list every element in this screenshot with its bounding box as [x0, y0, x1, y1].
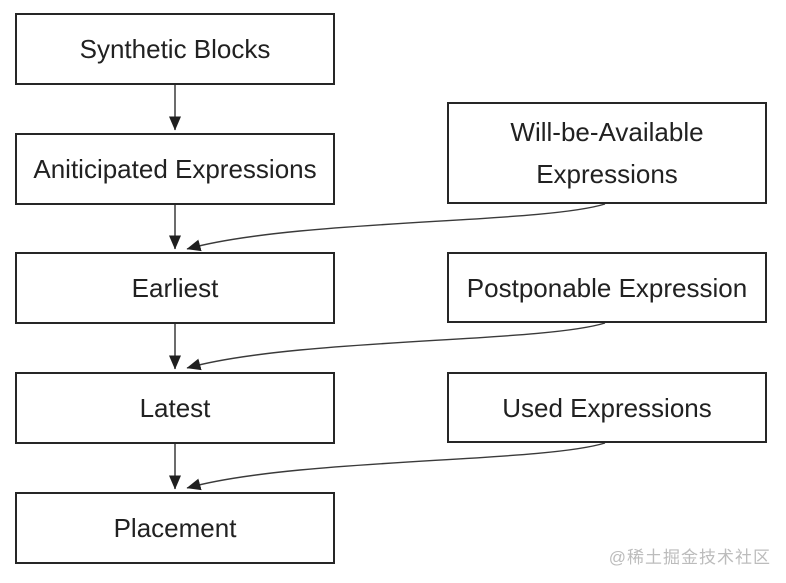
node-label: Aniticipated Expressions	[33, 154, 317, 184]
node-earliest: Earliest	[15, 252, 335, 324]
edge-used-to-placement	[186, 442, 606, 491]
node-synthetic-blocks: Synthetic Blocks	[15, 13, 335, 85]
edge-willbeavailable-to-earliest	[186, 203, 606, 252]
node-will-be-available-expressions: Will-be-Available Expressions	[447, 102, 767, 204]
node-label: Synthetic Blocks	[79, 34, 271, 64]
node-label: Used Expressions	[502, 392, 712, 423]
node-latest: Latest	[15, 372, 335, 444]
node-label: Postponable Expression	[466, 272, 748, 303]
node-used-expressions: Used Expressions	[447, 372, 767, 443]
node-label: Latest	[139, 393, 211, 423]
node-placement: Placement	[15, 492, 335, 564]
node-postponable-expression: Postponable Expression	[447, 252, 767, 323]
node-anticipated-expressions: Aniticipated Expressions	[15, 133, 335, 205]
node-label: Earliest	[131, 273, 219, 303]
watermark: @稀土掘金技术社区	[608, 548, 771, 567]
node-label: Placement	[113, 513, 237, 543]
edge-postponable-to-latest	[186, 322, 606, 371]
node-label: Will-be-Available Expressions	[510, 117, 704, 189]
